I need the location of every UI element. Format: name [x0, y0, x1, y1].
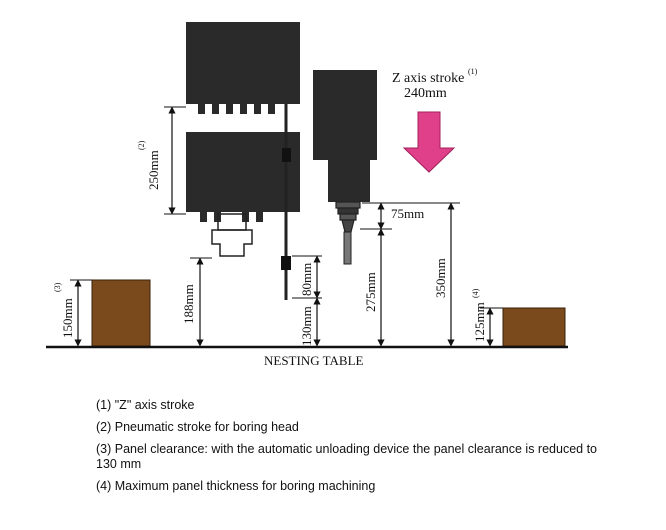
right-panel [502, 307, 566, 347]
dim-125-label: 125mm [472, 302, 487, 342]
nesting-table-label: NESTING TABLE [264, 353, 364, 368]
z-axis-value: 240mm [404, 86, 447, 101]
dim-130-label: 130mm [299, 306, 314, 346]
rod-collar-bottom [281, 256, 291, 270]
rod-collar-top [282, 148, 291, 162]
upper-head-pins [198, 104, 275, 114]
lower-head-block [186, 132, 300, 212]
footnotes: (1) "Z" axis stroke (2) Pneumatic stroke… [96, 398, 616, 501]
clamp-device [211, 213, 253, 257]
spindle-body [328, 160, 370, 202]
tool-bit [343, 231, 352, 265]
dim-80-label: 80mm [299, 263, 314, 296]
dim-75-label: 75mm [391, 206, 424, 221]
dim-150-label: 150mm [60, 298, 75, 338]
z-axis-ref: (1) [468, 67, 478, 76]
footnote-3: (3) Panel clearance: with the automatic … [96, 442, 598, 471]
tool-holder [335, 201, 361, 233]
dim-150-ref: (3) [53, 282, 62, 292]
upper-head-block [186, 22, 300, 104]
spindle-motor [313, 70, 377, 160]
dim-250-label: 250mm [146, 150, 161, 190]
left-panel [91, 279, 151, 347]
footnote-1: (1) "Z" axis stroke [96, 398, 195, 412]
footnote-2: (2) Pneumatic stroke for boring head [96, 420, 299, 434]
footnote-4: (4) Maximum panel thickness for boring m… [96, 479, 376, 493]
dim-188-label: 188mm [181, 284, 196, 324]
dim-350-label: 350mm [433, 258, 448, 298]
dim-250-ref: (2) [137, 140, 146, 150]
dim-275-label: 275mm [363, 272, 378, 312]
z-axis-title: Z axis stroke [392, 71, 464, 86]
dim-125-ref: (4) [471, 288, 480, 298]
z-axis-arrow-icon [402, 111, 456, 173]
